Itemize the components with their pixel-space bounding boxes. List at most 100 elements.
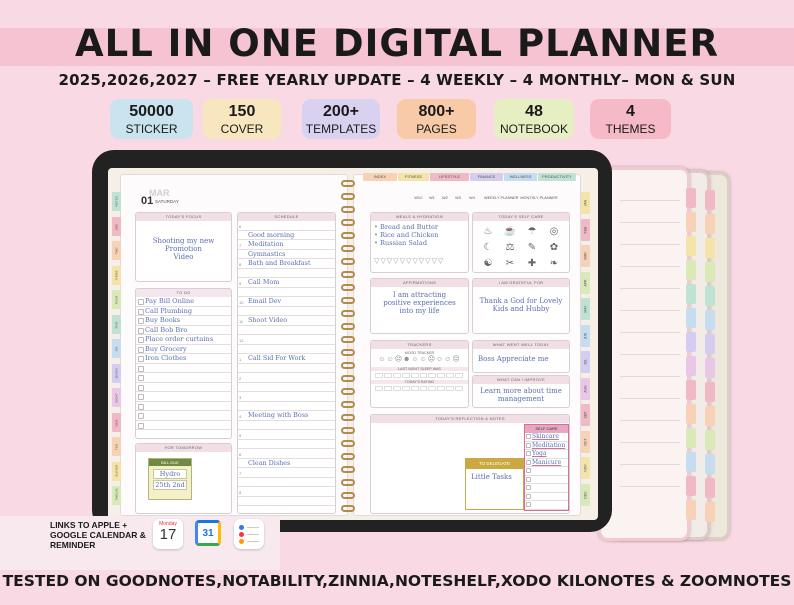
water-cup-icon[interactable]: ▽: [374, 258, 380, 265]
water-cup-icon[interactable]: ▽: [418, 258, 425, 265]
left-tab-two[interactable]: TWO: [112, 241, 121, 260]
left-tab-eight[interactable]: EIGHT: [112, 388, 121, 407]
schedule-slot[interactable]: [238, 364, 335, 373]
sleep-cell[interactable]: [446, 373, 455, 378]
cup-icon[interactable]: ☕: [503, 226, 517, 237]
self-care-checkbox[interactable]: [526, 476, 531, 482]
month-tab-feb[interactable]: FEB: [581, 218, 590, 241]
schedule-slot[interactable]: 8: [238, 487, 335, 497]
todo-item[interactable]: Call Plumbing: [136, 307, 231, 316]
rating-cell[interactable]: [383, 386, 392, 391]
schedule-slot[interactable]: Gymnastics: [238, 250, 335, 259]
schedule-slot[interactable]: [238, 497, 335, 506]
top-tab-wellness[interactable]: WELLNESS: [504, 173, 537, 181]
month-tab-mar[interactable]: MAR: [581, 245, 590, 267]
meals-hydration-box[interactable]: MEALS & HYDRATION • Bread and Butter• Ri…: [370, 212, 469, 273]
grateful-box[interactable]: I AM GRATEFUL FOR Thank a God for Lovely…: [472, 278, 570, 334]
self-care-checkbox[interactable]: [526, 493, 531, 499]
schedule-slot[interactable]: [238, 269, 335, 278]
todo-item[interactable]: [136, 373, 231, 383]
water-cup-icon[interactable]: ▽: [437, 258, 444, 265]
todo-checkbox[interactable]: [138, 308, 144, 315]
todo-checkbox[interactable]: [138, 422, 144, 429]
trackers-box[interactable]: TRACKERS MOOD TRACKER ☺☺☹☻☺☺☹☺☺☹ LAST NI…: [370, 340, 469, 408]
schedule-slot[interactable]: [238, 307, 335, 316]
sleep-cell[interactable]: [410, 373, 419, 378]
self-care-note-item[interactable]: Manicure: [525, 459, 568, 467]
todo-item[interactable]: [136, 421, 231, 430]
mood-face-icon[interactable]: ☺: [378, 356, 387, 363]
schedule-slot[interactable]: 7: [238, 468, 335, 478]
schedule-slot[interactable]: 6: [238, 449, 335, 459]
schedule-slot[interactable]: 2: [238, 373, 335, 383]
self-care-icons-box[interactable]: TODAY'S SELF CARE ♨☕☂◎☾⚖✎✿☯✂✚❧: [472, 212, 570, 273]
todo-item[interactable]: [136, 411, 231, 421]
schedule-slot[interactable]: 3: [238, 392, 335, 402]
self-care-note-item[interactable]: Skincare: [525, 433, 568, 442]
reflection-box[interactable]: TODAY'S REFLECTION & NOTES TO DELEGATE L…: [370, 414, 570, 514]
dumbbell-icon[interactable]: ⚖: [505, 242, 515, 253]
rating-cell[interactable]: [455, 386, 464, 391]
month-tab-oct[interactable]: OCT: [581, 430, 590, 453]
schedule-slot[interactable]: Clean Dishes: [238, 459, 335, 468]
mood-face-icon[interactable]: ☹: [427, 356, 436, 363]
top-tab-productivity[interactable]: PRODUCTIVITY: [538, 173, 576, 181]
month-tab-jan[interactable]: JAN: [581, 192, 590, 214]
todo-checkbox[interactable]: [138, 365, 144, 372]
mood-face-icon[interactable]: ☺: [419, 356, 428, 363]
rating-cell[interactable]: [392, 386, 401, 391]
todo-checkbox[interactable]: [138, 299, 144, 305]
month-tab-sep[interactable]: SEP: [581, 404, 590, 426]
self-care-note-item[interactable]: Meditation: [525, 442, 568, 450]
left-tab-one[interactable]: ONE: [112, 216, 121, 236]
rating-cell[interactable]: [437, 386, 446, 391]
todo-checkbox[interactable]: [138, 327, 144, 334]
schedule-slot[interactable]: Good morning: [238, 231, 335, 240]
water-cup-icon[interactable]: ▽: [399, 258, 405, 265]
mood-face-icon[interactable]: ☹: [452, 356, 461, 363]
left-tab-five[interactable]: FIVE: [112, 314, 121, 334]
improve-box[interactable]: WHAT CAN I IMPROVE Learn more about time…: [472, 375, 570, 408]
self-care-checkbox[interactable]: [526, 434, 531, 439]
self-care-note-item[interactable]: [525, 501, 568, 510]
week-tab[interactable]: WEEKLY PLANNER: [484, 196, 519, 200]
week-tab[interactable]: W3: [455, 196, 461, 200]
top-tab-fitness[interactable]: FITNESS: [398, 173, 429, 181]
week-tab[interactable]: MONTHLY PLANNER: [520, 196, 558, 200]
top-tab-lifestyle[interactable]: LIFESTYLE: [430, 173, 469, 181]
mood-face-icon[interactable]: ☺: [436, 356, 445, 363]
month-tab-nov[interactable]: NOV: [581, 457, 590, 479]
todo-checkbox[interactable]: [138, 356, 144, 362]
month-tab-jun[interactable]: JUN: [581, 324, 590, 347]
pill-icon[interactable]: ✚: [527, 258, 537, 269]
left-tab-four[interactable]: FOUR: [112, 290, 121, 309]
todo-checkbox[interactable]: [138, 384, 144, 391]
todo-checkbox[interactable]: [138, 394, 144, 400]
left-tab-notes[interactable]: NOTES: [112, 192, 121, 211]
schedule-slot[interactable]: [238, 478, 335, 487]
self-care-note-item[interactable]: [525, 484, 568, 493]
todo-item[interactable]: Pay Bill Online: [136, 297, 231, 307]
water-cup-icon[interactable]: ▽: [393, 258, 399, 265]
todo-item[interactable]: Buy Books: [136, 316, 231, 326]
mood-face-icon[interactable]: ☺: [411, 356, 420, 363]
week-tab[interactable]: W4: [469, 196, 475, 200]
left-tab-eleven[interactable]: ELEVEN: [112, 461, 121, 481]
plant-icon[interactable]: ✿: [549, 242, 559, 253]
brush-icon[interactable]: ✂: [505, 258, 515, 269]
left-tab-nine[interactable]: NINE: [112, 412, 121, 432]
self-care-note-item[interactable]: [525, 467, 568, 476]
todo-item[interactable]: [136, 392, 231, 402]
rating-cell[interactable]: [428, 386, 437, 391]
schedule-slot[interactable]: 6: [238, 221, 335, 231]
schedule-slot[interactable]: [238, 440, 335, 449]
left-tab-ten[interactable]: TEN: [112, 437, 121, 456]
month-tab-may[interactable]: MAY: [581, 298, 590, 320]
